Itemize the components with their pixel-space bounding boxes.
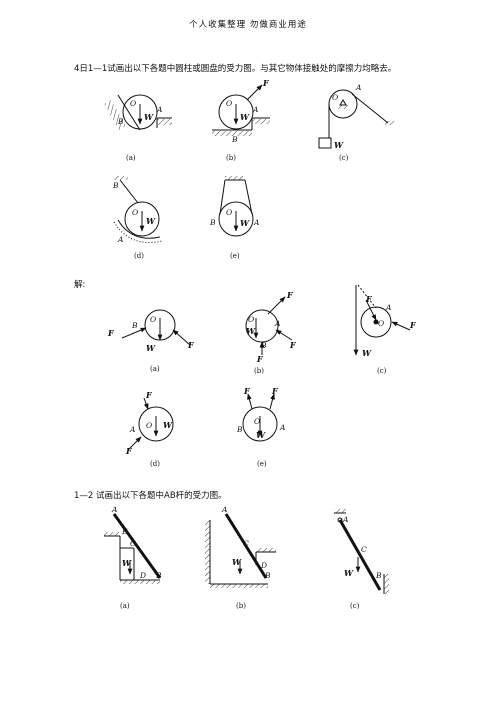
figure-1b — [212, 84, 270, 136]
label-B: B — [264, 571, 271, 580]
problem-2-statement: 1—2 试画出以下各题中AB杆的受力图。 — [74, 491, 227, 501]
caption-d: (d) — [150, 460, 160, 468]
label-B: B — [131, 321, 138, 330]
label-O: O — [254, 417, 260, 426]
label-A: A — [274, 319, 281, 328]
label-FA: F — [243, 386, 251, 396]
figure-1d — [113, 176, 163, 243]
label-A: A — [385, 303, 392, 312]
label-O: O — [150, 315, 156, 324]
solution-1b — [245, 296, 293, 355]
label-A: A — [111, 505, 118, 514]
label-FA: F — [271, 386, 279, 396]
label-FA: F — [187, 340, 195, 350]
label-B: B — [260, 341, 267, 350]
caption-b: (b) — [236, 602, 246, 610]
label-A: A — [252, 105, 259, 114]
caption-b: (b) — [226, 154, 236, 162]
label-C: C — [243, 539, 249, 548]
label-O: O — [378, 319, 384, 328]
label-W: W — [246, 326, 256, 336]
label-W: W — [232, 557, 242, 567]
label-O: O — [332, 93, 338, 102]
label-W: W — [240, 112, 250, 122]
label-O: O — [248, 315, 254, 324]
caption-e: (e) — [230, 252, 240, 260]
label-FB: F — [107, 328, 115, 338]
caption-a: (a) — [126, 154, 136, 162]
label-A: A — [129, 425, 136, 434]
label-B: B — [236, 425, 243, 434]
solution-1d — [127, 397, 174, 451]
label-W: W — [240, 218, 250, 228]
caption-d: (d) — [134, 252, 144, 260]
caption-c: (c) — [350, 602, 360, 610]
label-O: O — [146, 421, 152, 430]
caption-a: (a) — [150, 365, 160, 373]
figure-1a — [104, 94, 172, 131]
label-O: O — [226, 208, 232, 217]
solution-1e — [242, 393, 278, 442]
label-W: W — [334, 140, 344, 150]
label-FA: F — [289, 340, 297, 350]
label-O: O — [130, 99, 136, 108]
label-B: B — [375, 571, 382, 580]
label-W: W — [144, 112, 154, 122]
label-B: B — [112, 181, 119, 190]
caption-b: (b) — [254, 367, 264, 375]
label-FB: F — [256, 354, 264, 364]
figure-1c — [318, 89, 395, 149]
label-B: B — [231, 135, 238, 144]
label-W: W — [146, 216, 156, 226]
caption-a: (a) — [120, 602, 130, 610]
solution-1a — [121, 309, 191, 346]
label-F: F — [262, 78, 270, 88]
label-A: A — [342, 515, 349, 524]
label-O: O — [132, 208, 138, 217]
label-FA: F — [125, 446, 133, 456]
label-O: O — [226, 99, 232, 108]
label-B: B — [117, 117, 124, 126]
label-F: F — [286, 290, 294, 300]
solution-1c — [353, 284, 411, 356]
figure-2b — [205, 513, 276, 588]
label-C: C — [361, 545, 367, 554]
label-W: W — [344, 568, 354, 578]
label-W: W — [122, 558, 132, 568]
label-FB: F — [145, 390, 153, 400]
label-C: C — [130, 539, 136, 548]
label-W: W — [163, 420, 173, 430]
page-header: 个人收集整理 勿做商业用途 — [189, 20, 307, 30]
label-D: D — [139, 571, 146, 580]
label-F: F — [365, 294, 373, 304]
caption-c: (c) — [339, 154, 349, 162]
label-A: A — [355, 83, 362, 92]
label-A: A — [156, 105, 163, 114]
solution-label: 解: — [74, 280, 86, 290]
label-FA: F — [409, 320, 417, 330]
label-A: A — [253, 218, 260, 227]
figure-2c — [334, 509, 389, 594]
label-B: B — [155, 571, 162, 580]
figure-1e — [218, 176, 254, 237]
label-W: W — [362, 348, 372, 358]
caption-c: (c) — [377, 367, 387, 375]
label-W: W — [256, 430, 266, 440]
label-E: E — [121, 527, 128, 536]
label-A: A — [279, 423, 286, 432]
figure-2a — [104, 513, 162, 584]
label-B: B — [209, 218, 216, 227]
label-D: D — [260, 561, 267, 570]
label-A: A — [117, 235, 124, 244]
label-W: W — [146, 343, 156, 353]
caption-e: (e) — [257, 460, 267, 468]
label-A: A — [221, 505, 228, 514]
problem-1-statement: 4日1—1试画出以下各题中圆柱或圆盘的受力图。与其它物体接触处的摩擦力均略去。 — [74, 64, 397, 74]
